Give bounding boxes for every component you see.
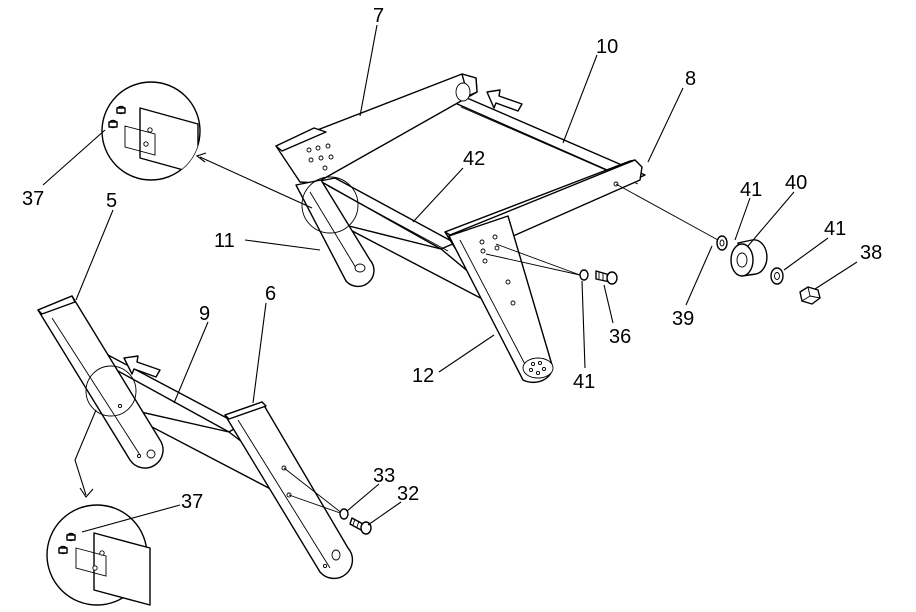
- callout-5: 5: [106, 190, 117, 212]
- callout-41-left: 41: [740, 179, 762, 201]
- part-41-washer: [579, 269, 589, 281]
- part-36-bolt: [595, 270, 618, 285]
- lower-frame-assembly: [37, 295, 372, 580]
- part-6-right-leg: [224, 401, 354, 580]
- part-40-roller: [730, 239, 768, 277]
- part-39-axle: [615, 183, 719, 241]
- detail-view-arrow-bottom: [74, 409, 97, 498]
- callout-7: 7: [373, 5, 384, 27]
- detail-view-top: [101, 81, 201, 181]
- upper-frame-assembly: [275, 73, 821, 384]
- part-38-nut: [799, 286, 821, 305]
- callout-40: 40: [785, 172, 807, 194]
- callout-39: 39: [672, 308, 694, 330]
- part-32-bolt: [349, 517, 372, 535]
- detail-view-arrow-top: [195, 152, 313, 209]
- part-41-washer-left: [716, 235, 728, 251]
- callout-12: 12: [412, 365, 434, 387]
- part-11-left-leg: [295, 176, 375, 288]
- callout-41-bottom: 41: [573, 371, 595, 393]
- part-12-front-leg: [448, 215, 554, 384]
- callout-9: 9: [199, 303, 210, 325]
- callout-42: 42: [463, 148, 485, 170]
- part-7-rear-plate: [275, 73, 478, 184]
- fastener-lines-upper: [485, 243, 581, 276]
- callout-8: 8: [685, 68, 696, 90]
- part-5-left-leg: [37, 295, 164, 469]
- part-41-washer-right: [770, 267, 784, 285]
- callout-11: 11: [214, 230, 235, 252]
- callout-10: 10: [596, 36, 618, 58]
- direction-arrow-icon: [486, 89, 523, 112]
- callout-32: 32: [397, 483, 419, 505]
- callout-38: 38: [860, 242, 882, 264]
- callout-41-right: 41: [824, 218, 846, 240]
- callout-6: 6: [265, 283, 276, 305]
- detail-view-bottom: [46, 504, 151, 606]
- part-33-washer: [339, 508, 349, 520]
- callout-36: 36: [609, 326, 631, 348]
- callout-37-bottom: 37: [181, 491, 203, 513]
- fastener-lines-lower: [283, 467, 344, 515]
- callout-33: 33: [373, 465, 395, 487]
- leader-lines: [42, 24, 858, 533]
- callout-37-top: 37: [22, 188, 44, 210]
- direction-arrow-icon: [123, 355, 161, 378]
- callout-labels: 7 10 8 42 11 37 5 9 6 41 40 41 38 39 36 …: [22, 5, 882, 513]
